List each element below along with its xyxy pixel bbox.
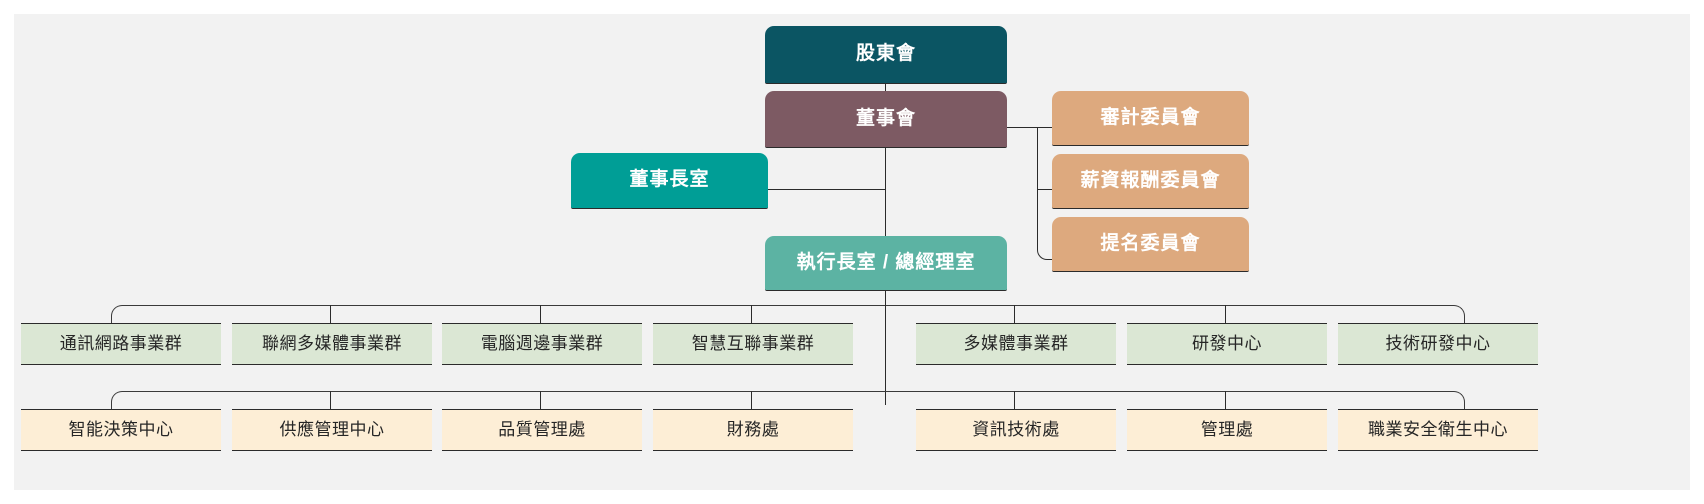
node-label: 研發中心 xyxy=(1192,333,1262,353)
connector-board-to-ceo xyxy=(885,148,887,254)
org-chart-canvas: 股東會 董事會 董事長室 執行長室 / 總經理室 審計委員會 薪資報酬委員會 提… xyxy=(14,14,1690,490)
node-committee-nomination[interactable]: 提名委員會 xyxy=(1052,217,1249,272)
node-label: 審計委員會 xyxy=(1100,106,1201,128)
connector-group-drop-2 xyxy=(330,305,332,323)
node-label: 管理處 xyxy=(1200,419,1254,439)
node-business-group-4[interactable]: 智慧互聯事業群 xyxy=(653,323,853,365)
node-department-3[interactable]: 品質管理處 xyxy=(442,409,642,451)
node-label: 職業安全衛生中心 xyxy=(1368,419,1508,439)
node-label: 電腦週邊事業群 xyxy=(480,333,604,353)
node-label: 技術研發中心 xyxy=(1385,333,1491,353)
node-label: 提名委員會 xyxy=(1100,232,1201,254)
node-label: 股東會 xyxy=(855,43,916,65)
node-label: 董事長室 xyxy=(629,169,710,191)
connector-chairman-to-trunk xyxy=(768,189,886,191)
node-business-group-6[interactable]: 研發中心 xyxy=(1127,323,1327,365)
node-department-1[interactable]: 智能決策中心 xyxy=(21,409,221,451)
connector-business-group-bus xyxy=(111,305,1465,329)
connector-ceo-trunk-to-departments xyxy=(885,305,887,405)
connector-dept-drop-4 xyxy=(751,391,753,409)
node-label: 智能決策中心 xyxy=(68,419,174,439)
node-business-group-1[interactable]: 通訊網路事業群 xyxy=(21,323,221,365)
node-label: 董事會 xyxy=(855,107,916,129)
node-label: 執行長室 / 總經理室 xyxy=(796,251,976,273)
node-label: 多媒體事業群 xyxy=(963,333,1069,353)
connector-dept-drop-3 xyxy=(540,391,542,409)
node-business-group-7[interactable]: 技術研發中心 xyxy=(1338,323,1538,365)
connector-dept-drop-5 xyxy=(1014,391,1016,409)
node-committee-audit[interactable]: 審計委員會 xyxy=(1052,91,1249,146)
node-department-4[interactable]: 財務處 xyxy=(653,409,853,451)
node-label: 智慧互聯事業群 xyxy=(691,333,815,353)
node-committee-compensation[interactable]: 薪資報酬委員會 xyxy=(1052,154,1249,209)
node-department-6[interactable]: 管理處 xyxy=(1127,409,1327,451)
connector-group-drop-3 xyxy=(540,305,542,323)
connector-committee-bus xyxy=(1037,127,1065,260)
connector-dept-drop-2 xyxy=(330,391,332,409)
connector-dept-drop-6 xyxy=(1225,391,1227,409)
node-business-group-2[interactable]: 聯網多媒體事業群 xyxy=(232,323,432,365)
node-department-5[interactable]: 資訊技術處 xyxy=(916,409,1116,451)
node-label: 品質管理處 xyxy=(498,419,586,439)
node-department-2[interactable]: 供應管理中心 xyxy=(232,409,432,451)
node-board-of-directors[interactable]: 董事會 xyxy=(765,91,1007,148)
connector-department-bus xyxy=(111,391,1465,415)
node-label: 薪資報酬委員會 xyxy=(1080,169,1221,191)
connector-group-drop-5 xyxy=(1014,305,1016,323)
node-chairman-office[interactable]: 董事長室 xyxy=(571,153,768,209)
node-label: 聯網多媒體事業群 xyxy=(262,333,402,353)
connector-group-drop-4 xyxy=(751,305,753,323)
node-label: 供應管理中心 xyxy=(279,419,385,439)
node-label: 財務處 xyxy=(726,419,780,439)
node-label: 通訊網路事業群 xyxy=(59,333,183,353)
node-business-group-5[interactable]: 多媒體事業群 xyxy=(916,323,1116,365)
node-ceo-office[interactable]: 執行長室 / 總經理室 xyxy=(765,236,1007,291)
node-label: 資訊技術處 xyxy=(972,419,1060,439)
node-business-group-3[interactable]: 電腦週邊事業群 xyxy=(442,323,642,365)
node-department-7[interactable]: 職業安全衛生中心 xyxy=(1338,409,1538,451)
connector-group-drop-6 xyxy=(1225,305,1227,323)
node-shareholders-meeting[interactable]: 股東會 xyxy=(765,26,1007,84)
